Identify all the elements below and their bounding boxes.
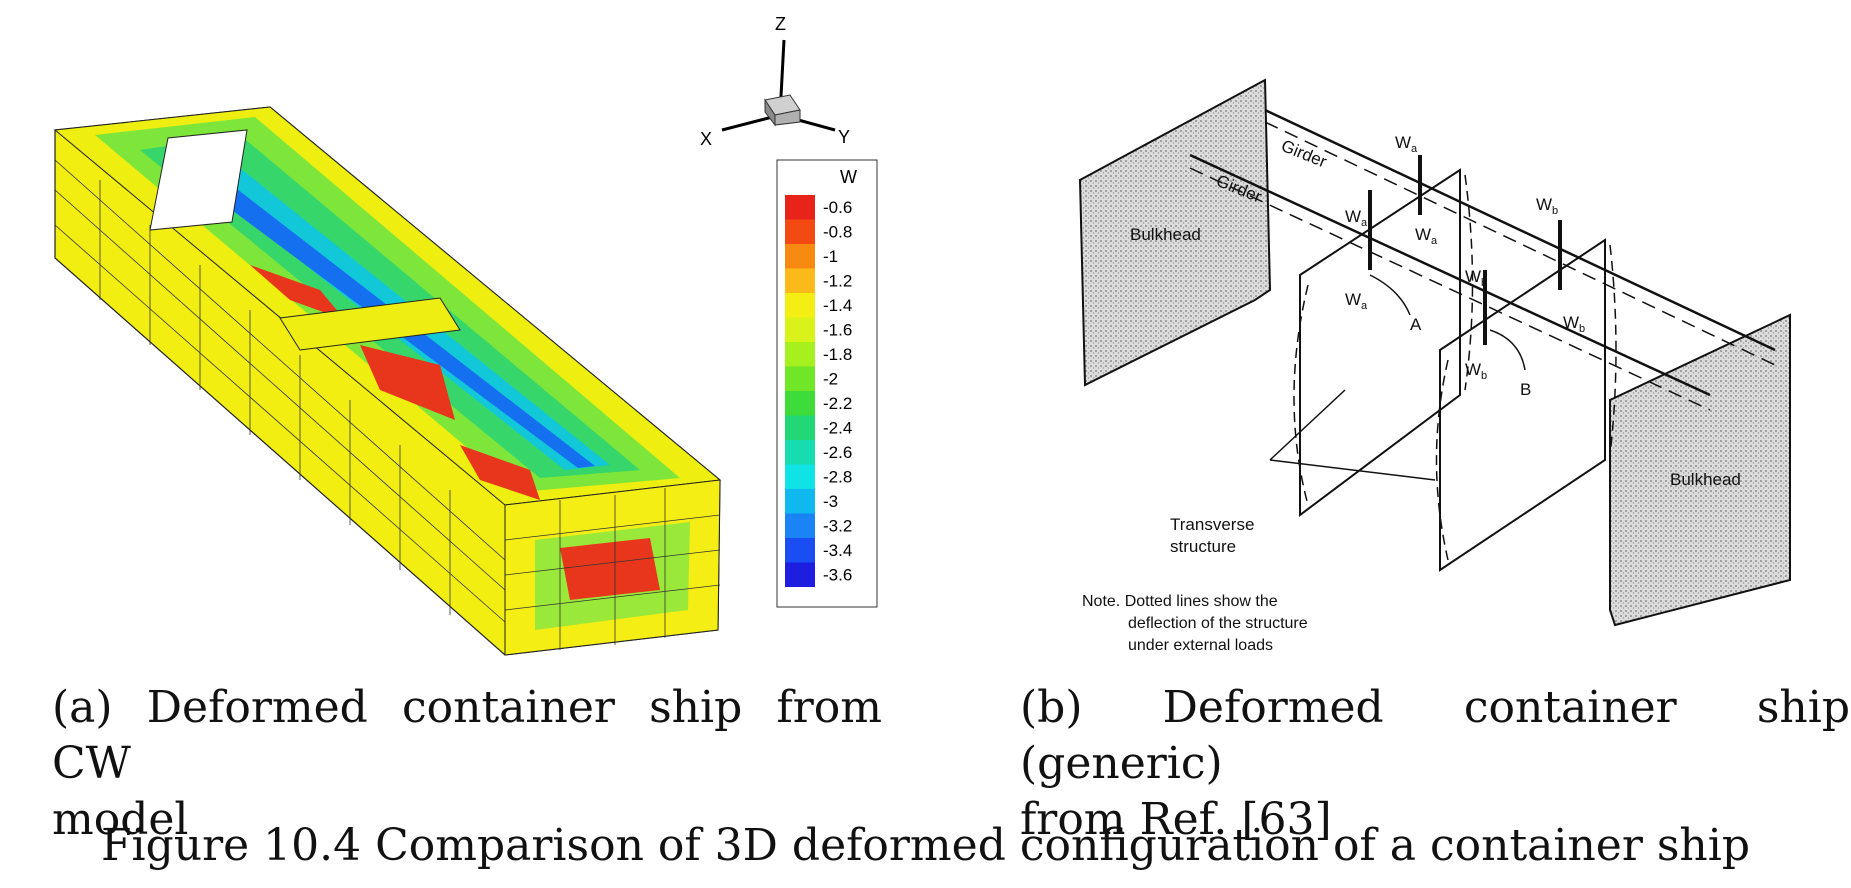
legend-level-label: -0.6: [823, 198, 852, 217]
contour-figure: Z X Y W -0.6 -0.8 -1 -1.2 -1.4 -1.6 -1.8 -2 -2.2…: [53, 14, 878, 656]
caption-a: (a) Deformed container ship from CW mode…: [52, 680, 882, 848]
legend-swatch: [785, 366, 815, 391]
legend-swatch: [785, 538, 815, 563]
legend-swatch: [785, 489, 815, 514]
caption-b-line1: (b) Deformed container ship (generic): [1020, 682, 1850, 789]
legend-level-label: -2.8: [823, 468, 852, 487]
ship-hull: [53, 106, 722, 656]
transverse-label-2: structure: [1170, 537, 1236, 556]
legend-swatch: [785, 244, 815, 269]
caption-b-line2: from Ref. [63]: [1020, 794, 1332, 845]
legend-level-label: -3.6: [823, 566, 852, 585]
girder-top-label: Girder: [1279, 136, 1330, 171]
bulkhead-left-shape: [1078, 78, 1272, 387]
note-line-2: deflection of the structure: [1128, 615, 1308, 632]
legend-swatch: [785, 268, 815, 293]
point-a-label: A: [1410, 315, 1422, 334]
legend-level-label: -0.8: [823, 223, 852, 242]
figure-caption: Figure 10.4 Comparison of 3D deformed co…: [101, 820, 1750, 871]
legend-swatch: [785, 562, 815, 587]
wb-label-1: Wb: [1536, 195, 1558, 217]
caption-b: (b) Deformed container ship (generic) fr…: [1020, 680, 1850, 848]
legend-level-label: -3.2: [823, 517, 852, 536]
legend-level-label: -2: [823, 370, 838, 389]
caption-a-line2: model: [52, 794, 189, 845]
legend-swatch: [785, 415, 815, 440]
color-legend: W -0.6 -0.8 -1 -1.2 -1.4 -1.6 -1.8 -2 -2.2 -2.4 -2…: [776, 159, 878, 608]
legend-swatch: [785, 219, 815, 244]
note-line-3: under external loads: [1128, 637, 1273, 654]
axis-y-label: Y: [838, 127, 850, 147]
schematic-figure: Girder Girder Bulkhead Bulkhead Wa Wa Wa…: [1078, 78, 1791, 654]
legend-level-label: -1.4: [823, 296, 852, 315]
legend-title: W: [840, 167, 857, 187]
axis-z-label: Z: [775, 14, 786, 34]
wb-label-3: Wb: [1563, 313, 1585, 335]
wa-label-4: Wa: [1345, 290, 1368, 312]
legend-swatch: [785, 342, 815, 367]
legend-level-label: -3.4: [823, 541, 852, 560]
legend-level-label: -2.2: [823, 394, 852, 413]
legend-swatch: [785, 317, 815, 342]
caption-a-line1: (a) Deformed container ship from CW: [52, 682, 882, 789]
legend-level-label: -1: [823, 247, 838, 266]
legend-level-label: -3: [823, 492, 838, 511]
wb-label-4: Wb: [1465, 360, 1487, 382]
point-b-label: B: [1520, 380, 1531, 399]
legend-swatch: [785, 464, 815, 489]
legend-swatch: [785, 293, 815, 318]
bulkhead-right-shape: [1609, 313, 1791, 627]
wa-label-3: Wa: [1415, 225, 1438, 247]
legend-level-label: -2.4: [823, 419, 852, 438]
bulkhead-right-label: Bulkhead: [1670, 470, 1741, 489]
bulkhead-left-label: Bulkhead: [1130, 225, 1201, 244]
legend-swatch: [785, 391, 815, 416]
axis-triad: Z X Y: [700, 14, 850, 149]
wa-label-1: Wa: [1395, 133, 1418, 155]
axis-x-label: X: [700, 129, 712, 149]
legend-swatch: [785, 195, 815, 220]
legend-swatch: [785, 440, 815, 465]
legend-level-label: -1.6: [823, 321, 852, 340]
legend-swatch: [785, 513, 815, 538]
note-line-1: Note. Dotted lines show the: [1082, 593, 1278, 610]
transverse-label-1: Transverse: [1170, 515, 1254, 534]
legend-level-label: -2.6: [823, 443, 852, 462]
wb-label-2: Wb: [1465, 267, 1487, 289]
legend-level-label: -1.8: [823, 345, 852, 364]
wa-label-2: Wa: [1345, 207, 1368, 229]
legend-level-label: -1.2: [823, 272, 852, 291]
